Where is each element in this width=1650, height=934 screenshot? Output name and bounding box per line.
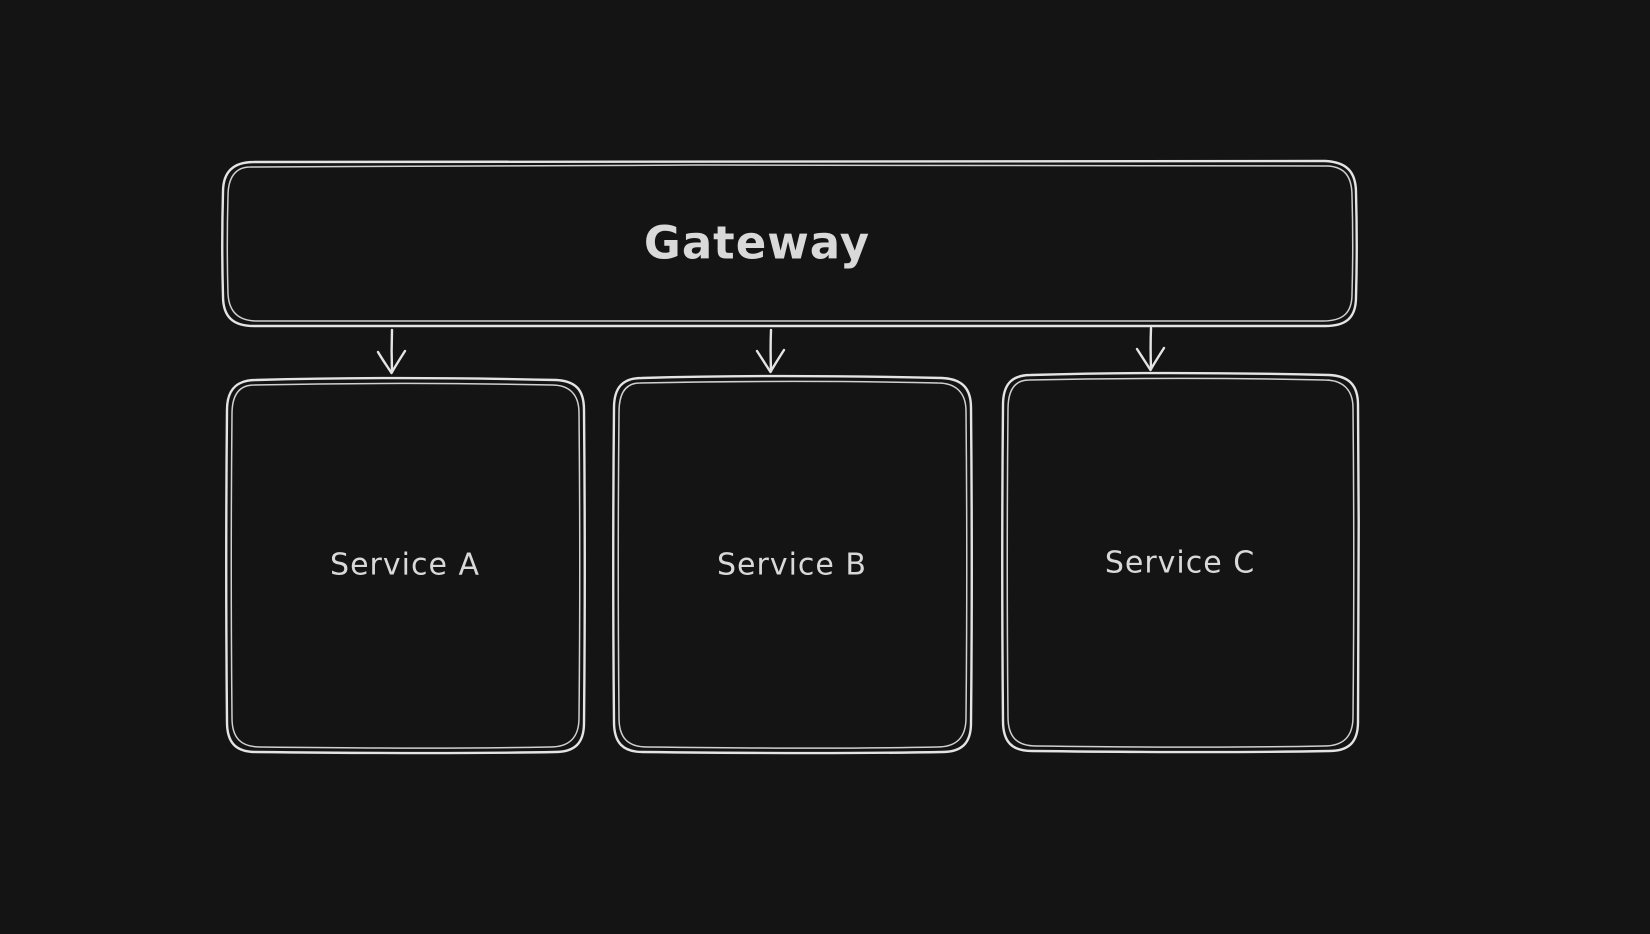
- arrow-head[interactable]: [755, 348, 786, 374]
- gateway-node-label: Gateway: [643, 216, 871, 270]
- service-c-box-outline[interactable]: [1001, 371, 1360, 754]
- service-b-box-outline-second-stroke[interactable]: [617, 380, 968, 749]
- service-b-node-label: Service B: [717, 547, 867, 583]
- arrow-head[interactable]: [1135, 346, 1166, 372]
- edge-gateway-to-service-c[interactable]: [1135, 326, 1166, 372]
- edge-gateway-to-service-a[interactable]: [376, 328, 407, 375]
- service-a-box-outline-second-stroke[interactable]: [230, 382, 581, 749]
- service-b-node[interactable]: [612, 374, 973, 755]
- arrow-head[interactable]: [376, 349, 407, 375]
- service-c-node[interactable]: [1001, 371, 1360, 754]
- service-b-box-outline[interactable]: [612, 374, 973, 755]
- service-c-node-label: Service C: [1104, 545, 1256, 581]
- service-a-box-outline[interactable]: [225, 376, 586, 755]
- edge-gateway-to-service-b[interactable]: [755, 328, 786, 374]
- service-a-node[interactable]: [225, 376, 586, 755]
- service-a-node-label: Service A: [330, 547, 480, 583]
- gateway-box-outline-second-stroke[interactable]: [226, 164, 1354, 323]
- service-c-box-outline-second-stroke[interactable]: [1006, 377, 1355, 748]
